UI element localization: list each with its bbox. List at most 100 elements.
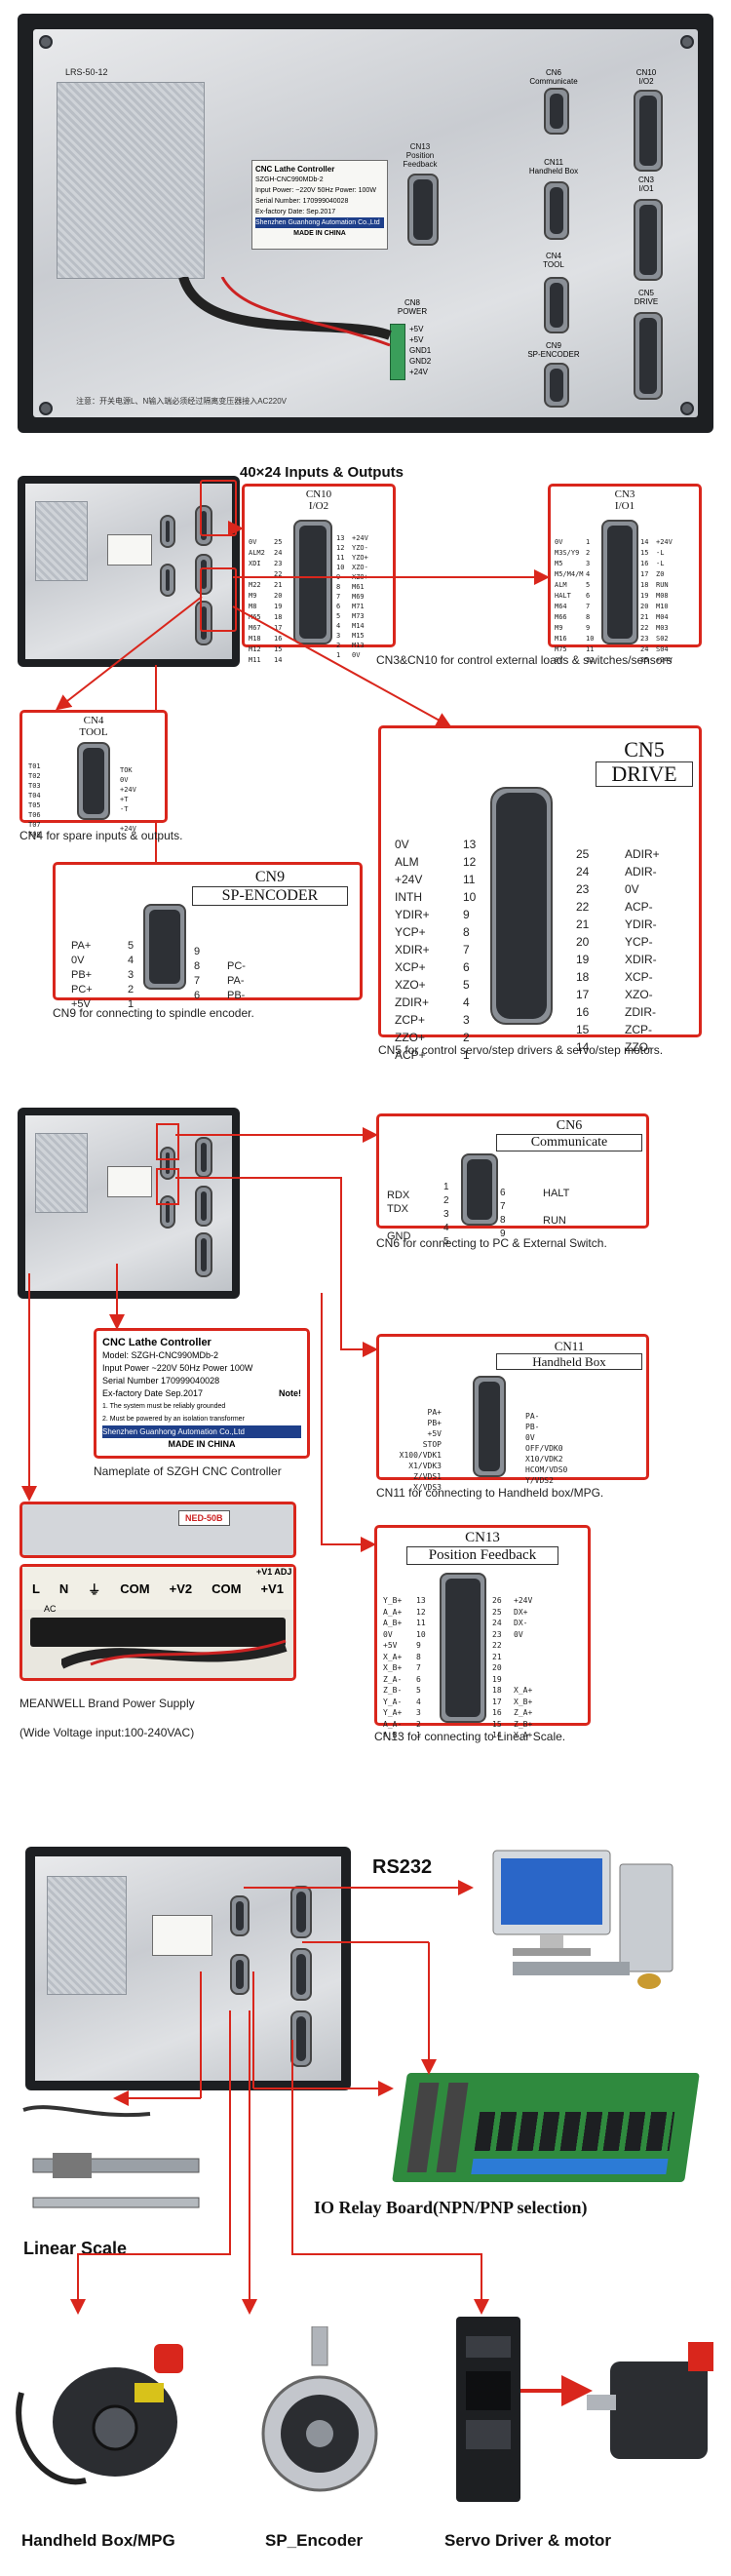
handheld-mpg-icon xyxy=(16,2344,183,2485)
power-pin-5: +24V xyxy=(409,368,428,376)
cn10-pin: M69 xyxy=(352,593,365,601)
cn5-num: 14 xyxy=(576,1040,590,1054)
cn9-num: 7 xyxy=(194,975,201,987)
cn3-num: 24 xyxy=(640,645,649,653)
cn6-num: 7 xyxy=(500,1201,506,1212)
nameplate-detail-box: CNC Lathe Controller Model: SZGH-CNC990M… xyxy=(94,1328,310,1459)
cn5-pin: +24V xyxy=(395,873,423,886)
cn10-num: 10 xyxy=(336,564,345,571)
mini-controller-2 xyxy=(18,476,240,667)
cn3-num: 23 xyxy=(640,635,649,643)
cn4-pin: T06 xyxy=(28,811,41,819)
nameplate-detail-note2: 2. Must be powered by an isolation trans… xyxy=(102,1416,245,1423)
cn13-num: 16 xyxy=(492,1708,502,1717)
cn11-pin: PA- xyxy=(525,1412,540,1421)
cn9-num: 1 xyxy=(128,998,135,1010)
cn13-pin: DX+ xyxy=(514,1607,528,1617)
psu-terminal-photo: L N ⏚ COM +V2 COM +V1 AC +V1 ADJ xyxy=(19,1564,296,1681)
cn3-num: 5 xyxy=(586,581,591,589)
cn13-pin: Y_B+ xyxy=(383,1596,403,1605)
cn13-num: 11 xyxy=(416,1619,426,1627)
cn5-num: 9 xyxy=(463,908,470,921)
cn6-num: 5 xyxy=(443,1236,449,1247)
cn9-num: 4 xyxy=(128,955,135,966)
cn13-num: 14 xyxy=(492,1731,502,1739)
cn13-pin: A_A+ xyxy=(383,1607,403,1617)
cn10-pin: 0V xyxy=(249,538,257,546)
cn3-num: 17 xyxy=(640,570,649,578)
cn13-pin: Z_B+ xyxy=(514,1719,533,1729)
cn13-num: 18 xyxy=(492,1686,502,1695)
cn10-connector xyxy=(634,90,663,172)
cn5-pin: YCP+ xyxy=(395,925,426,939)
nameplate-detail-model: Model: SZGH-CNC990MDb-2 xyxy=(102,1350,219,1360)
cn3-subtitle: I/O1 xyxy=(614,500,635,512)
cn3-pin: M9 xyxy=(555,624,563,632)
cn6-caption: CN6 for connecting to PC & External Swit… xyxy=(376,1236,607,1250)
cn3-pin: M10 xyxy=(656,603,669,610)
cn4-pin xyxy=(120,814,144,824)
cn6-num: 4 xyxy=(443,1223,449,1233)
cn9-pin: PA+ xyxy=(71,940,92,952)
cn4-pin: TOK xyxy=(120,766,133,774)
cn10-label: CN10 xyxy=(635,68,657,77)
nameplate-model: SZGH-CNC990MDb-2 xyxy=(255,176,324,183)
panel4-peripherals: RS232 Linear Scale IO Relay Board(NPN/PN… xyxy=(0,1845,731,2576)
cn9-pin xyxy=(227,945,246,959)
cn4-connector xyxy=(544,277,569,333)
sp-encoder-icon xyxy=(261,2326,378,2492)
cn4-pin: +24V xyxy=(120,825,136,833)
cn4-pin: +T xyxy=(120,796,129,803)
cn10-num: 24 xyxy=(274,549,283,557)
cn5-pin: ACP+ xyxy=(395,1048,426,1062)
cn10-num: 21 xyxy=(274,581,283,589)
cn5-num: 4 xyxy=(463,995,470,1009)
cn10-pin: 0V xyxy=(352,651,361,659)
cn11-pin: Z/VDS1 xyxy=(413,1472,442,1481)
cn5-pin: INTH xyxy=(395,890,422,904)
servo-motor-icon xyxy=(587,2342,713,2459)
cn3-pin: S04 xyxy=(656,645,669,653)
cn8-label: CN8 xyxy=(404,298,420,307)
cn10-num: 25 xyxy=(274,538,283,546)
cn3-pin: M5/M4/M xyxy=(555,570,584,578)
cn10-pin: M22 xyxy=(249,581,261,589)
cn10-num: 16 xyxy=(274,635,283,643)
cn13-num: 25 xyxy=(492,1607,502,1617)
cn10-num: 11 xyxy=(336,554,345,562)
cn4-pin: T07 xyxy=(28,821,41,829)
cn13-detail-box: CN13 Position Feedback Y_B+A_A+A_B+0V+5V… xyxy=(374,1525,591,1739)
cn4-subtitle: TOOL xyxy=(79,726,108,738)
cn10-pin: M18 xyxy=(249,635,261,643)
cn5-num: 17 xyxy=(576,988,590,1001)
cn3-pin: M5 xyxy=(555,560,563,567)
cn9-num: 9 xyxy=(194,946,201,957)
cn5-caption: CN5 for control servo/step drivers & ser… xyxy=(378,1043,664,1057)
cn5-num: 24 xyxy=(576,865,590,878)
cn3-num: 2 xyxy=(586,549,591,557)
cn5-pin: ZZO- xyxy=(625,1040,652,1054)
cn5-num: 16 xyxy=(576,1005,590,1019)
cn13-pin: DX- xyxy=(514,1619,528,1627)
cn13-connector xyxy=(407,174,439,246)
cn3-pin: HALT xyxy=(555,592,571,600)
cn5-num: 12 xyxy=(463,855,477,869)
cn5-pin: 0V xyxy=(625,882,639,896)
cn4-pin: T02 xyxy=(28,772,41,780)
nameplate-date: Ex-factory Date: Sep.2017 xyxy=(255,209,336,215)
panel1-controller-back: LRS-50-12 CNC Lathe Controller SZGH-CNC9… xyxy=(18,14,713,433)
cn5-num: 3 xyxy=(463,1013,470,1027)
cn11-pin: PB+ xyxy=(427,1419,442,1427)
cn3-num: 22 xyxy=(640,624,649,632)
cn13-num: 12 xyxy=(416,1607,426,1617)
cn5-num: 6 xyxy=(463,960,470,974)
psu-caption: MEANWELL Brand Power Supply xyxy=(19,1697,195,1710)
nameplate-detail-note1: 1. The system must be reliably grounded xyxy=(102,1403,226,1410)
power-pin-2: +5V xyxy=(409,335,424,344)
cn10-num: 18 xyxy=(274,613,283,621)
